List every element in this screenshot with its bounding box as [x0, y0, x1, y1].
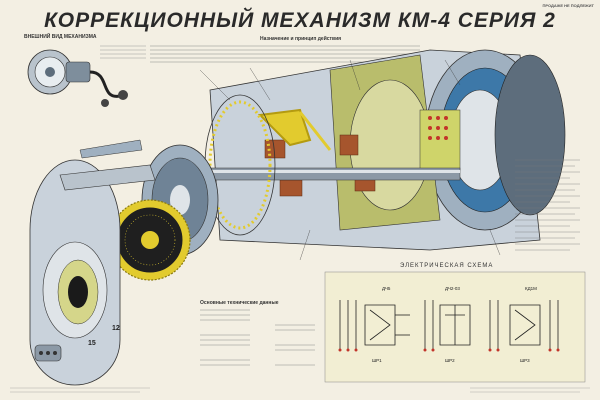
left-text-column	[100, 45, 146, 59]
schematic-shr-left: ШР1	[372, 358, 382, 363]
schematic-dsg-right: КД1М	[525, 286, 537, 291]
top-plate	[59, 139, 156, 191]
schematic-dsg-mid: ДЧ2-03	[445, 286, 460, 291]
bottom-connector	[34, 344, 62, 362]
schematic-shr-mid: ШР2	[445, 358, 455, 363]
restriction-note: ПРОДАЖЕ НЕ ПОДЛЕЖИТ	[542, 3, 594, 8]
central-shaft	[199, 167, 461, 181]
copper-coils	[264, 134, 376, 197]
dial-number-12: 12	[112, 325, 120, 332]
yellow-linkage	[257, 108, 332, 151]
schematic-shr-right: ШР3	[520, 358, 530, 363]
dial-number-15: 15	[88, 340, 96, 347]
tech-data-text	[200, 309, 315, 366]
electric-scheme-heading: ЭЛЕКТРИЧЕСКАЯ СХЕМА	[400, 263, 494, 269]
electric-schematic: ДЧ5 ДЧ2-03 КД1М ШР1 ШР2 ШР3	[324, 271, 586, 383]
gear-dial	[109, 199, 191, 281]
leader-lines	[199, 59, 501, 261]
parts-legend	[515, 159, 580, 251]
schematic-dsg-left: ДЧ5	[382, 286, 391, 291]
description-heading: Назначение и принцип действия	[260, 36, 342, 42]
tech-data-heading: Основные технические данные	[200, 300, 279, 306]
poster-title: КОРРЕКЦИОННЫЙ МЕХАНИЗМ КМ-4 СЕРИЯ 2	[44, 9, 556, 32]
footer-strip	[10, 387, 590, 393]
description-text-block	[150, 45, 420, 63]
external-view-drawing	[27, 49, 128, 107]
front-cover	[29, 159, 121, 386]
external-view-label: ВНЕШНИЙ ВИД МЕХАНИЗМА	[24, 34, 97, 40]
